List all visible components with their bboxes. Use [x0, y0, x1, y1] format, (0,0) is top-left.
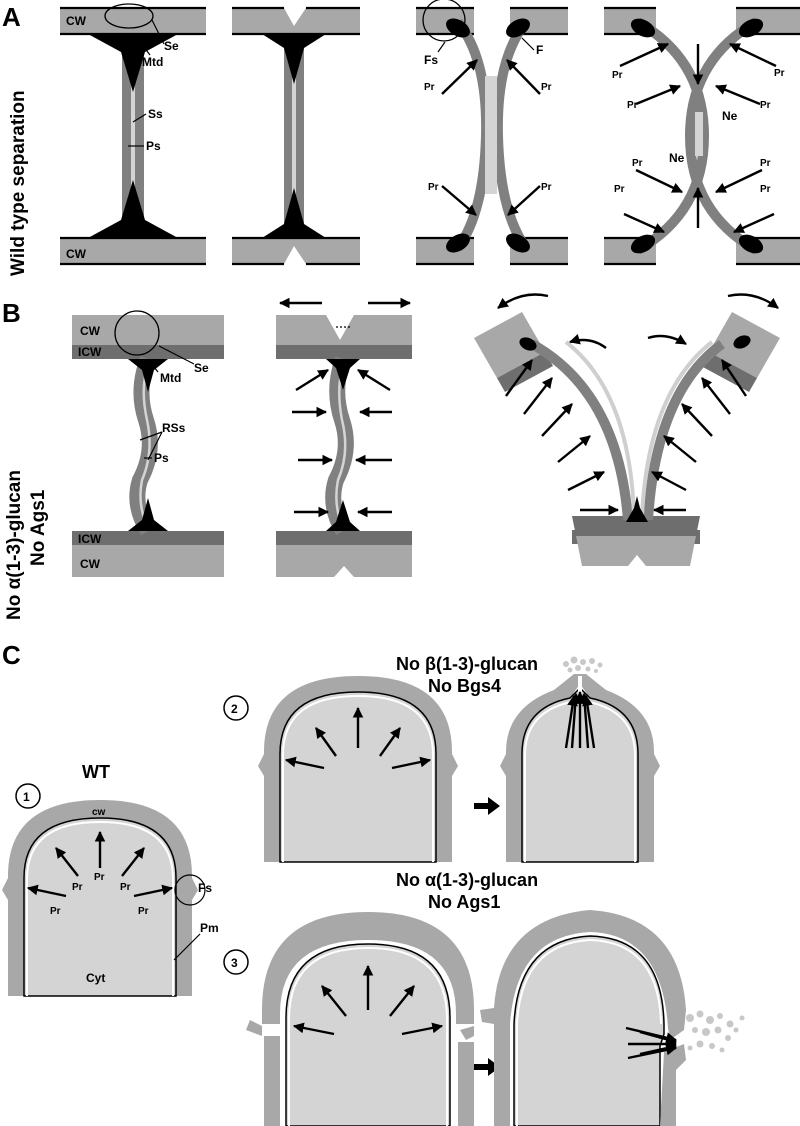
label-pr: Pr — [424, 82, 435, 93]
label-pr: Pr — [612, 70, 623, 81]
label-cw-bottom: CW — [66, 247, 87, 261]
label-pr: Pr — [50, 906, 61, 917]
label-cw-top: CW — [66, 14, 87, 28]
label-ss: Ss — [148, 107, 163, 121]
stage-number: 3 — [231, 956, 238, 970]
label-pr: Pr — [120, 882, 131, 893]
panel-b: B No α(1-3)-glucan No Ags1 CW ICW ICW CW… — [2, 293, 780, 620]
label-ps: Ps — [146, 139, 161, 153]
label-se: Se — [194, 361, 209, 375]
label-pr: Pr — [94, 872, 105, 883]
panel-a-side-title: Wild type separation — [8, 90, 29, 276]
stage-b1: CW ICW ICW CW Mtd Se RSs Ps — [72, 310, 224, 577]
stage-a1: CW CW Se Mtd Ss Ps — [60, 3, 206, 266]
label-pr: Pr — [72, 882, 83, 893]
label-pr: Pr — [541, 82, 552, 93]
big-arrow-icon — [474, 797, 500, 815]
label-se: Se — [164, 39, 179, 53]
panel-b-side-title-line2: No Ags1 — [28, 489, 49, 566]
stage-a4: Pr Pr Pr Pr Pr Pr Pr Pr Ne Ne — [604, 6, 800, 266]
label-cw: CW — [80, 557, 101, 571]
label-pr: Pr — [627, 100, 638, 111]
label-cw: cw — [92, 807, 106, 818]
label-mtd: Mtd — [160, 371, 181, 385]
stage-title-line2: No Ags1 — [428, 892, 500, 912]
panel-c-letter: C — [2, 640, 21, 670]
stage-number: 1 — [23, 790, 30, 804]
stage-b2 — [276, 297, 412, 577]
label-icw: ICW — [78, 345, 102, 359]
label-cyt: Cyt — [86, 971, 105, 985]
stage-c1-wt: 1 WT cw Pr Pr Pr Pr Pr Fs Pm Cyt — [2, 762, 219, 997]
stage-number: 2 — [231, 702, 238, 716]
label-pm: Pm — [200, 921, 219, 935]
label-rss: RSs — [162, 421, 186, 435]
label-pr: Pr — [760, 184, 771, 195]
panel-b-side-title-line1: No α(1-3)-glucan — [4, 470, 25, 620]
label-icw: ICW — [78, 532, 102, 546]
cell-debris — [686, 1010, 745, 1053]
stage-title-line1: No α(1-3)-glucan — [396, 870, 538, 890]
label-fs: Fs — [424, 53, 438, 67]
stage-a2 — [232, 6, 360, 266]
label-fs: Fs — [198, 881, 212, 895]
stage-c2-no-bgs4: No β(1-3)-glucan No Bgs4 2 — [223, 654, 660, 863]
label-pr: Pr — [138, 906, 149, 917]
label-ps: Ps — [154, 451, 169, 465]
label-mtd: Mtd — [142, 55, 163, 69]
label-pr: Pr — [760, 100, 771, 111]
stage-title: WT — [82, 762, 110, 782]
label-pr: Pr — [428, 182, 439, 193]
cell-debris — [563, 656, 603, 673]
stage-a3: Fs F Pr Pr Pr Pr — [416, 0, 568, 266]
label-pr: Pr — [632, 158, 643, 169]
label-pr: Pr — [614, 184, 625, 195]
label-f: F — [536, 43, 543, 57]
panel-c: C 1 WT cw Pr Pr Pr Pr Pr Fs Pm C — [2, 640, 745, 1126]
panel-a-letter: A — [2, 2, 21, 32]
label-pr: Pr — [760, 158, 771, 169]
stage-title-line1: No β(1-3)-glucan — [396, 654, 538, 674]
panel-b-letter: B — [2, 298, 21, 328]
stage-b3 — [474, 293, 780, 566]
label-ne: Ne — [722, 109, 738, 123]
stage-title-line2: No Bgs4 — [428, 676, 501, 696]
stage-c3-no-ags1: No α(1-3)-glucan No Ags1 3 — [223, 870, 745, 1126]
label-pr: Pr — [541, 182, 552, 193]
panel-a: A Wild type separation CW CW Se Mtd Ss P… — [2, 0, 800, 276]
label-cw: CW — [80, 324, 101, 338]
big-arrow-icon — [474, 1058, 500, 1076]
label-ne: Ne — [669, 151, 685, 165]
label-pr: Pr — [774, 68, 785, 79]
